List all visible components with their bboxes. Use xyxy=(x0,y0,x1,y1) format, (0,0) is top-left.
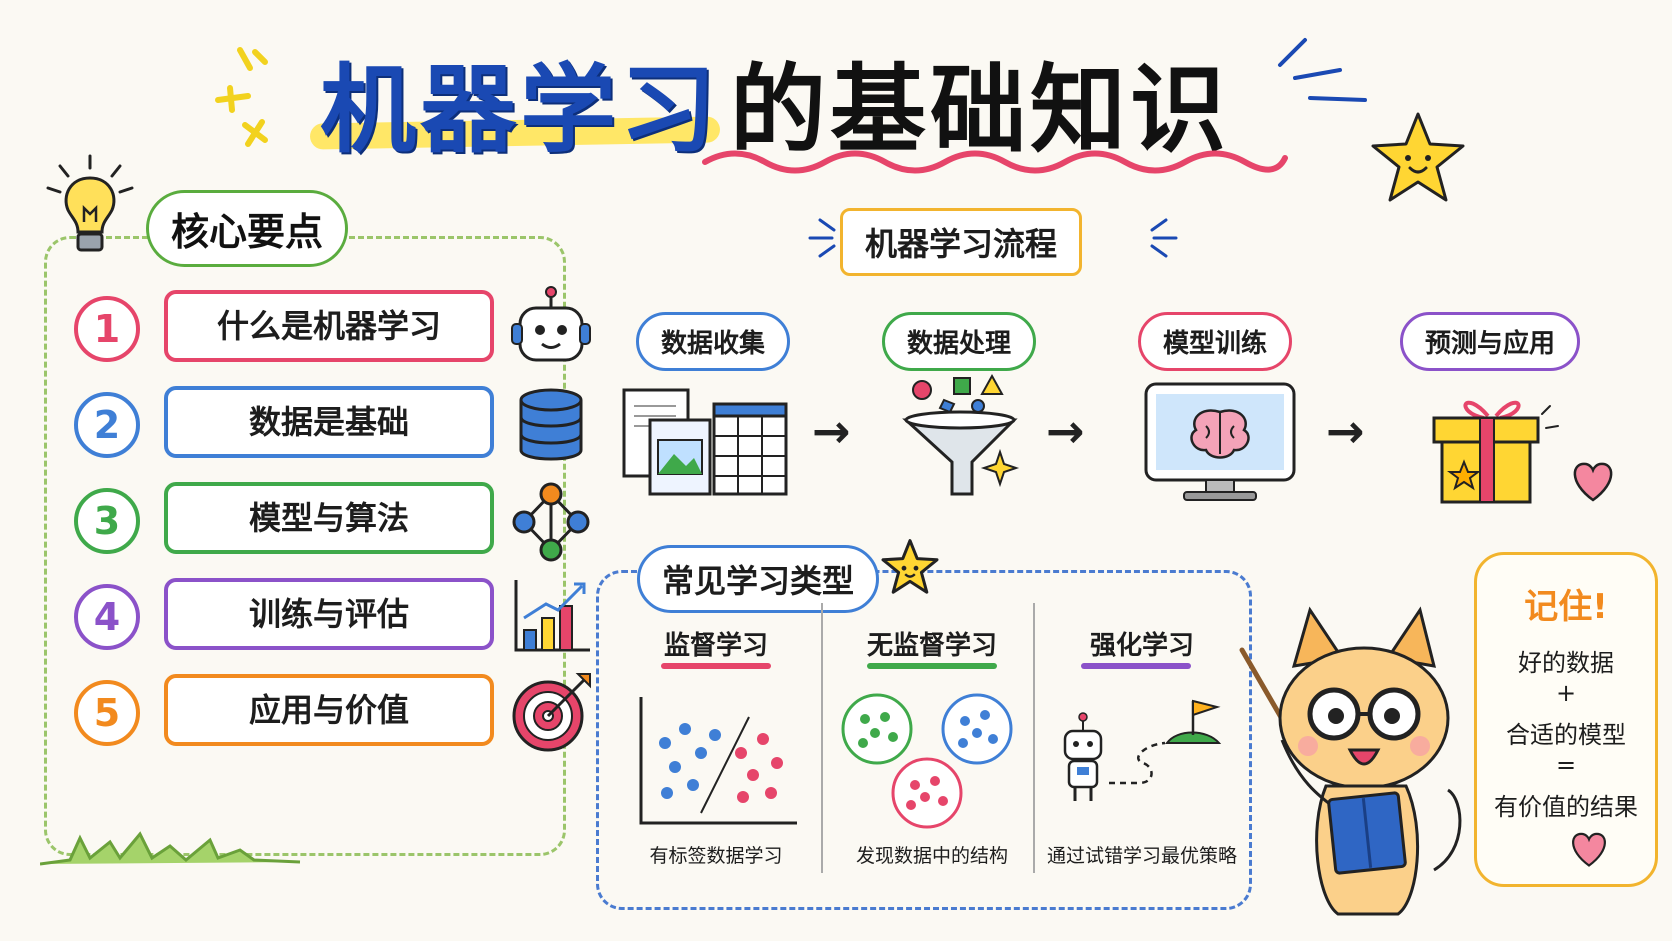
core-item-4: 4 训练与评估 xyxy=(74,578,590,658)
divider xyxy=(1033,603,1035,873)
flow-step-4-label: 预测与应用 xyxy=(1400,312,1581,371)
core-item-label: 训练与评估 xyxy=(164,578,494,650)
remember-note: 记住! 好的数据 + 合适的模型 = 有价值的结果 xyxy=(1474,552,1658,887)
title-squiggle xyxy=(702,150,1288,174)
type-desc: 通过试错学习最优策略 xyxy=(1046,845,1237,867)
grass-icon xyxy=(40,831,301,866)
type-name: 监督学习 xyxy=(663,631,768,661)
sparkle-marks-icon xyxy=(215,47,268,147)
divider xyxy=(821,603,823,873)
flow-step-2-label: 数据处理 xyxy=(882,312,1037,371)
core-item-1: 1 什么是机器学习 xyxy=(74,286,591,370)
lightbulb-icon xyxy=(46,154,134,252)
flow-label-marks-icon xyxy=(808,218,836,258)
type-name: 强化学习 xyxy=(1089,631,1194,661)
scatter-plot-icon xyxy=(639,697,797,825)
note-plus: + xyxy=(1555,679,1577,707)
core-item-number: 3 xyxy=(74,488,140,554)
gift-icon xyxy=(1432,400,1559,504)
core-item-label: 什么是机器学习 xyxy=(164,290,494,362)
smiling-star-icon xyxy=(1371,112,1465,202)
flow-label-marks-icon xyxy=(1150,218,1178,258)
documents-icon xyxy=(622,388,788,496)
core-item-number: 5 xyxy=(74,680,140,746)
funnel-icon xyxy=(902,373,1020,496)
core-item-3: 3 模型与算法 xyxy=(74,482,590,562)
learning-types-panel: 常见学习类型 监督学习 有标签数据学习 无监督学习 发现数据中的结构 强化学习 xyxy=(596,545,1252,910)
heart-icon xyxy=(1573,462,1613,502)
target-icon xyxy=(512,673,591,752)
network-icon xyxy=(512,482,590,562)
note-line1: 好的数据 xyxy=(1518,649,1614,677)
core-item-2: 2 数据是基础 xyxy=(74,386,583,466)
type-underline xyxy=(661,663,771,669)
type-desc: 有标签数据学习 xyxy=(649,845,783,867)
learning-types-label: 常见学习类型 xyxy=(637,545,880,613)
motion-lines-icon xyxy=(1278,38,1367,102)
note-title: 记住! xyxy=(1524,587,1608,627)
clusters-icon xyxy=(841,693,1013,829)
cat-teacher-icon xyxy=(1239,606,1462,916)
type-underline xyxy=(867,663,997,669)
core-item-number: 1 xyxy=(74,296,140,362)
core-item-label: 模型与算法 xyxy=(164,482,494,554)
database-icon xyxy=(519,388,583,461)
flow-arrow-1: → xyxy=(812,404,851,458)
flow-label: 机器学习流程 xyxy=(840,208,1083,276)
note-line2: 合适的模型 xyxy=(1506,721,1626,749)
monitor-brain-icon xyxy=(1144,382,1296,501)
note-equals: = xyxy=(1555,751,1577,779)
type-reinforcement: 强化学习 通过试错学习最优策略 xyxy=(1037,573,1247,907)
title-part1: 机器学习 xyxy=(320,54,720,166)
core-item-number: 2 xyxy=(74,392,140,458)
type-desc: 发现数据中的结构 xyxy=(855,845,1008,867)
robot-path-flag-icon xyxy=(1063,699,1222,801)
page-title: 机器学习的基础知识 xyxy=(320,32,1230,166)
flow-arrow-3: → xyxy=(1326,404,1365,458)
core-item-label: 数据是基础 xyxy=(164,386,494,458)
flow-step-1-label: 数据收集 xyxy=(636,312,791,371)
type-unsupervised: 无监督学习 发现数据中的结构 xyxy=(827,573,1037,907)
type-underline xyxy=(1081,663,1191,669)
core-points-label: 核心要点 xyxy=(146,190,349,267)
small-star-icon xyxy=(881,539,939,594)
type-name: 无监督学习 xyxy=(866,631,997,661)
title-part2: 的基础知识 xyxy=(730,54,1230,166)
robot-icon xyxy=(511,286,591,362)
core-item-number: 4 xyxy=(74,584,140,650)
type-supervised: 监督学习 有标签数据学习 xyxy=(611,573,821,907)
flow-step-3-label: 模型训练 xyxy=(1138,312,1293,371)
heart-icon xyxy=(1572,832,1606,867)
core-item-label: 应用与价值 xyxy=(164,674,494,746)
flow-arrow-2: → xyxy=(1046,404,1085,458)
bar-chart-icon xyxy=(514,580,590,652)
core-item-5: 5 应用与价值 xyxy=(74,673,591,754)
note-line3: 有价值的结果 xyxy=(1494,793,1638,821)
